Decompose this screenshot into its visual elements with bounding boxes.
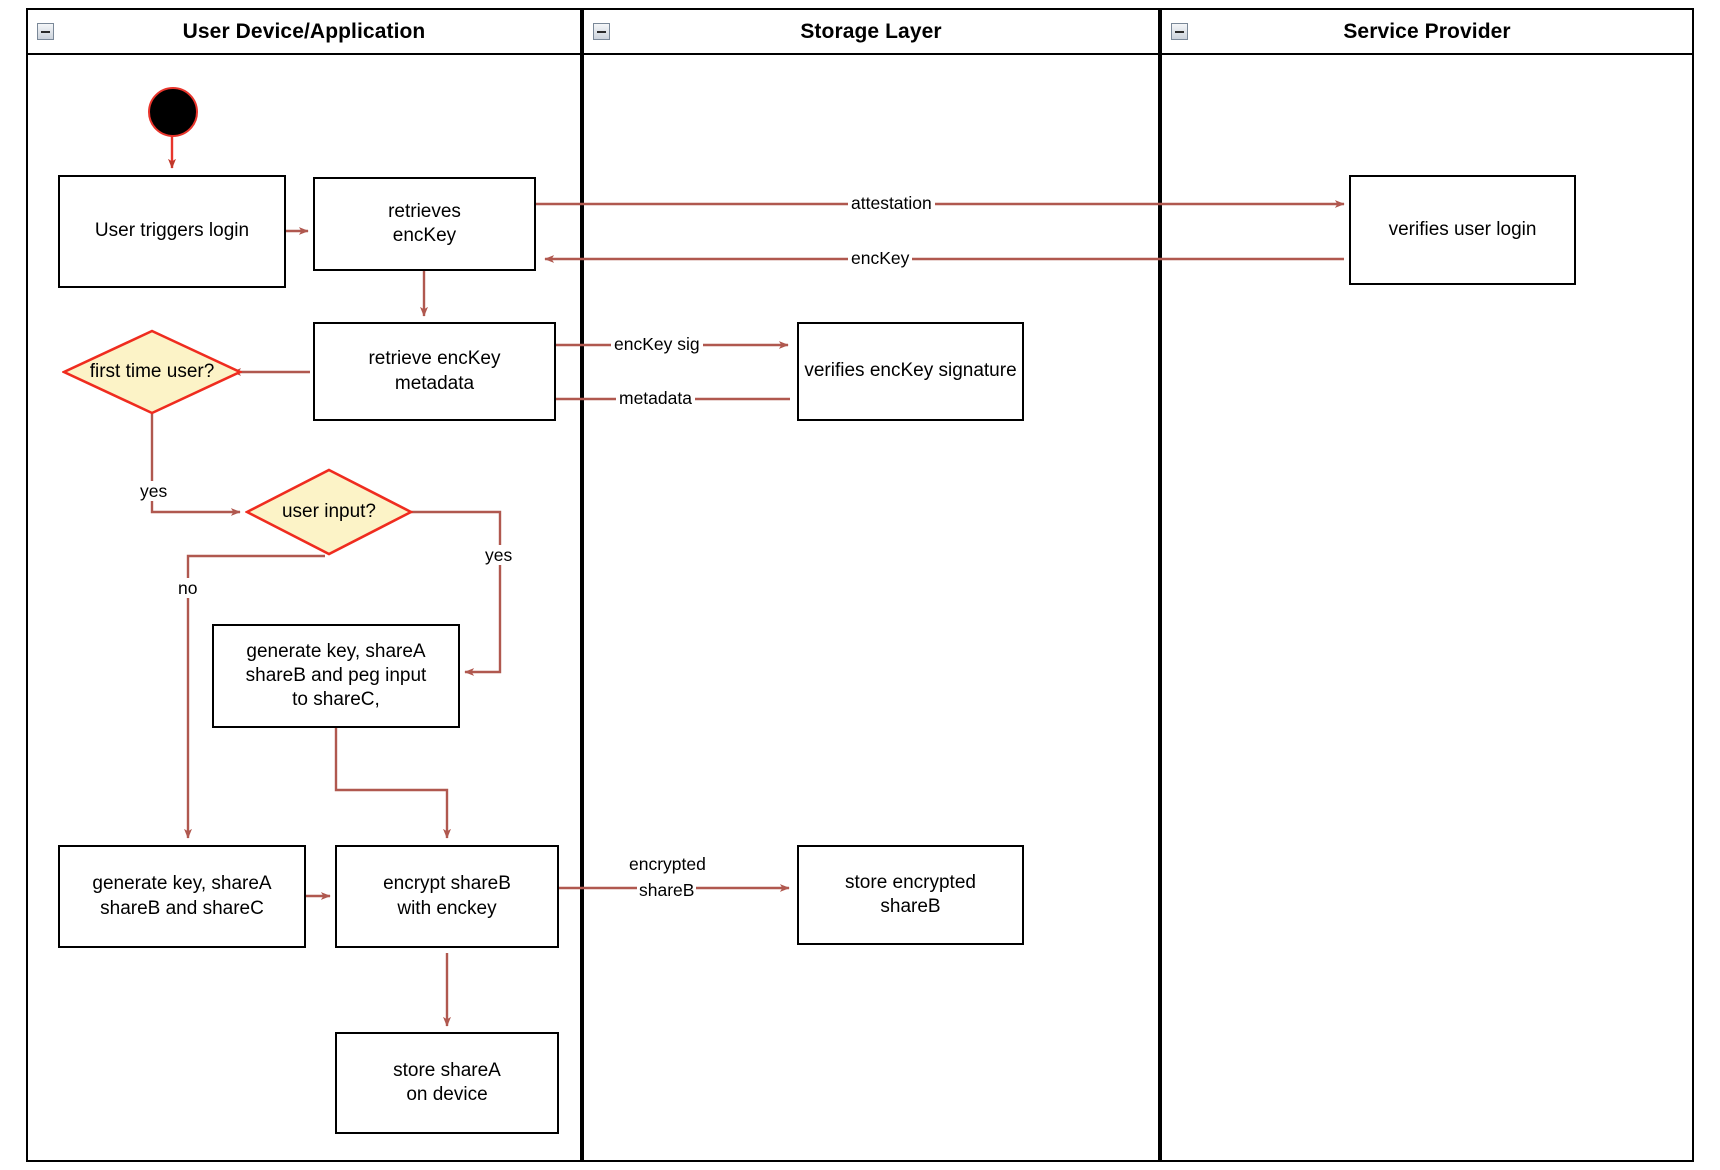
collapse-icon[interactable] bbox=[37, 23, 54, 40]
swimlane-title-storage-layer: Storage Layer bbox=[800, 19, 942, 43]
swimlane-title-user-device: User Device/Application bbox=[182, 19, 426, 43]
node-line: verifies encKey signature bbox=[804, 360, 1017, 382]
swimlane-header-storage-layer: Storage Layer bbox=[584, 10, 1158, 55]
diamond-shape bbox=[62, 329, 242, 415]
node-line: verifies user login bbox=[1388, 218, 1537, 240]
node-retrieves-enckey[interactable]: retrieves encKey bbox=[313, 177, 536, 271]
diamond-shape bbox=[245, 468, 413, 556]
node-line: on device bbox=[406, 1084, 488, 1105]
edge-label-encrypted-shareb-line2: shareB bbox=[637, 880, 697, 901]
node-line: to shareC, bbox=[292, 689, 380, 711]
edge-label-yes-user-input: yes bbox=[482, 545, 516, 566]
node-line: encrypt shareB bbox=[383, 873, 511, 895]
edge-label-enckey-sig: encKey sig bbox=[611, 334, 703, 355]
node-line: generate key, shareA bbox=[246, 640, 426, 662]
node-line: encKey bbox=[392, 225, 457, 246]
edge-label-attestation: attestation bbox=[848, 193, 935, 214]
decision-line: first time bbox=[89, 360, 162, 382]
node-line: shareB and peg input bbox=[245, 664, 427, 686]
node-line: generate key, shareA bbox=[92, 873, 272, 895]
decision-line: user input? bbox=[281, 500, 376, 522]
edge-label-enckey: encKey bbox=[848, 248, 913, 269]
edge-label-metadata: metadata bbox=[616, 388, 695, 409]
node-line: User triggers login bbox=[94, 220, 250, 242]
node-line: retrieve encKey bbox=[368, 348, 501, 370]
node-line: with enckey bbox=[397, 897, 497, 919]
node-verifies-user-login[interactable]: verifies user login bbox=[1349, 175, 1576, 285]
node-retrieve-enckey-metadata[interactable]: retrieve encKey metadata bbox=[313, 322, 556, 421]
node-line: store shareA bbox=[393, 1059, 501, 1081]
node-verifies-enckey-signature[interactable]: verifies encKey signature bbox=[797, 322, 1024, 421]
swimlane-storage-layer: Storage Layer bbox=[582, 8, 1160, 1162]
node-store-sharea[interactable]: store shareA on device bbox=[335, 1032, 559, 1134]
edge-label-encrypted-shareb-line1: encrypted bbox=[627, 854, 708, 875]
node-generate-peg-input[interactable]: generate key, shareA shareB and peg inpu… bbox=[212, 624, 460, 728]
node-line: shareB and shareC bbox=[100, 897, 264, 919]
edge-label-yes-first-time: yes bbox=[137, 481, 171, 502]
collapse-icon[interactable] bbox=[593, 23, 610, 40]
edge-label-no-user-input: no bbox=[175, 578, 201, 599]
swimlane-user-device: User Device/Application bbox=[26, 8, 582, 1162]
node-line: store encrypted bbox=[845, 871, 976, 893]
decision-user-input[interactable]: user input? bbox=[245, 468, 413, 556]
collapse-icon[interactable] bbox=[1171, 23, 1188, 40]
node-encrypt-shareb[interactable]: encrypt shareB with enckey bbox=[335, 845, 559, 948]
node-line: shareB bbox=[880, 896, 941, 917]
decision-line: user? bbox=[166, 360, 215, 382]
node-store-encrypted-shareb[interactable]: store encrypted shareB bbox=[797, 845, 1024, 945]
node-line: retrieves bbox=[388, 200, 461, 222]
swimlane-header-user-device: User Device/Application bbox=[28, 10, 580, 55]
decision-first-time-user[interactable]: first time user? bbox=[62, 329, 242, 415]
node-user-triggers-login[interactable]: User triggers login bbox=[58, 175, 286, 288]
start-node[interactable] bbox=[148, 87, 198, 137]
swimlane-title-service-provider: Service Provider bbox=[1343, 19, 1511, 43]
node-line: metadata bbox=[394, 372, 475, 394]
swimlane-service-provider: Service Provider bbox=[1160, 8, 1694, 1162]
node-generate-shares[interactable]: generate key, shareA shareB and shareC bbox=[58, 845, 306, 948]
swimlane-header-service-provider: Service Provider bbox=[1162, 10, 1692, 55]
